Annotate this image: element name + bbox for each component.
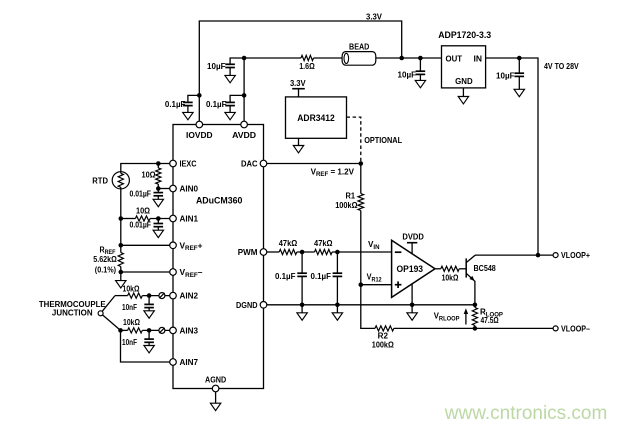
svg-text:10Ω: 10Ω — [136, 206, 151, 215]
svg-text:THERMOCOUPLE: THERMOCOUPLE — [39, 300, 106, 309]
svg-text:5.62kΩ: 5.62kΩ — [93, 255, 117, 264]
svg-text:OP193: OP193 — [397, 264, 424, 275]
svg-text:AIN1: AIN1 — [180, 215, 199, 224]
svg-text:IN: IN — [474, 55, 483, 64]
svg-text:10nF: 10nF — [122, 338, 137, 347]
svg-text:0.1µF: 0.1µF — [206, 100, 227, 109]
svg-text:OPTIONAL: OPTIONAL — [364, 136, 402, 145]
svg-text:ADP1720-3.3: ADP1720-3.3 — [438, 30, 491, 40]
svg-text:VREF = 1.2V: VREF = 1.2V — [311, 167, 355, 178]
svg-text:OUT: OUT — [446, 55, 463, 64]
svg-text:10µF: 10µF — [496, 72, 515, 81]
svg-text:RREF: RREF — [100, 245, 116, 256]
svg-text:0.01µF: 0.01µF — [130, 189, 152, 198]
svg-text:www.cntronics.com: www.cntronics.com — [444, 402, 607, 424]
svg-text:10µF: 10µF — [207, 62, 226, 71]
svg-text:10kΩ: 10kΩ — [123, 284, 141, 293]
svg-text:1.6Ω: 1.6Ω — [299, 62, 315, 71]
svg-text:47.5Ω: 47.5Ω — [481, 316, 500, 325]
svg-text:0.1µF: 0.1µF — [165, 100, 186, 109]
svg-text:47kΩ: 47kΩ — [314, 239, 333, 248]
svg-text:GND: GND — [455, 77, 473, 86]
svg-text:100kΩ: 100kΩ — [335, 201, 358, 210]
svg-text:3.3V: 3.3V — [366, 13, 383, 22]
svg-text:RLOOP: RLOOP — [480, 308, 503, 319]
svg-text:VREF–: VREF– — [180, 268, 203, 279]
svg-text:RTD: RTD — [92, 176, 108, 185]
svg-text:0.1µF: 0.1µF — [275, 272, 296, 281]
svg-text:47kΩ: 47kΩ — [279, 239, 298, 248]
svg-text:(0.1%): (0.1%) — [95, 265, 117, 274]
svg-text:IEXC: IEXC — [180, 160, 197, 169]
svg-text:AIN2: AIN2 — [180, 292, 199, 301]
svg-text:DGND: DGND — [236, 301, 258, 310]
svg-text:VLOOP+: VLOOP+ — [561, 250, 590, 260]
svg-text:10kΩ: 10kΩ — [442, 273, 459, 282]
svg-text:10nF: 10nF — [122, 303, 137, 312]
svg-text:AGND: AGND — [205, 375, 226, 384]
svg-text:100kΩ: 100kΩ — [372, 341, 395, 350]
svg-text:BC548: BC548 — [474, 264, 497, 273]
svg-text:VREF+: VREF+ — [180, 241, 203, 252]
svg-text:10µF: 10µF — [398, 71, 417, 80]
svg-text:4V TO 28V: 4V TO 28V — [544, 62, 579, 71]
svg-text:AIN7: AIN7 — [180, 358, 199, 367]
svg-text:3.3V: 3.3V — [290, 79, 306, 88]
svg-text:PWM: PWM — [238, 248, 258, 257]
svg-text:AIN0: AIN0 — [180, 185, 199, 194]
svg-text:ADR3412: ADR3412 — [297, 113, 335, 123]
svg-text:0.1µF: 0.1µF — [311, 272, 332, 281]
svg-text:ADuCM360: ADuCM360 — [196, 196, 243, 207]
svg-text:R2: R2 — [378, 331, 389, 340]
svg-text:VIN: VIN — [368, 240, 380, 251]
svg-text:10kΩ: 10kΩ — [123, 318, 141, 327]
svg-text:VLOOP–: VLOOP– — [561, 323, 590, 333]
svg-text:10Ω: 10Ω — [142, 171, 157, 180]
svg-text:VRLOOP: VRLOOP — [434, 312, 460, 323]
svg-text:AIN3: AIN3 — [180, 326, 199, 335]
svg-text:0.01µF: 0.01µF — [130, 220, 152, 229]
svg-text:IOVDD: IOVDD — [186, 131, 213, 140]
svg-text:R1: R1 — [346, 191, 356, 200]
svg-text:VR12: VR12 — [367, 272, 382, 283]
svg-text:DAC: DAC — [241, 160, 258, 169]
svg-text:JUNCTION: JUNCTION — [52, 309, 93, 318]
svg-text:DVDD: DVDD — [402, 233, 423, 242]
svg-text:BEAD: BEAD — [349, 42, 369, 51]
svg-text:AVDD: AVDD — [232, 131, 256, 140]
